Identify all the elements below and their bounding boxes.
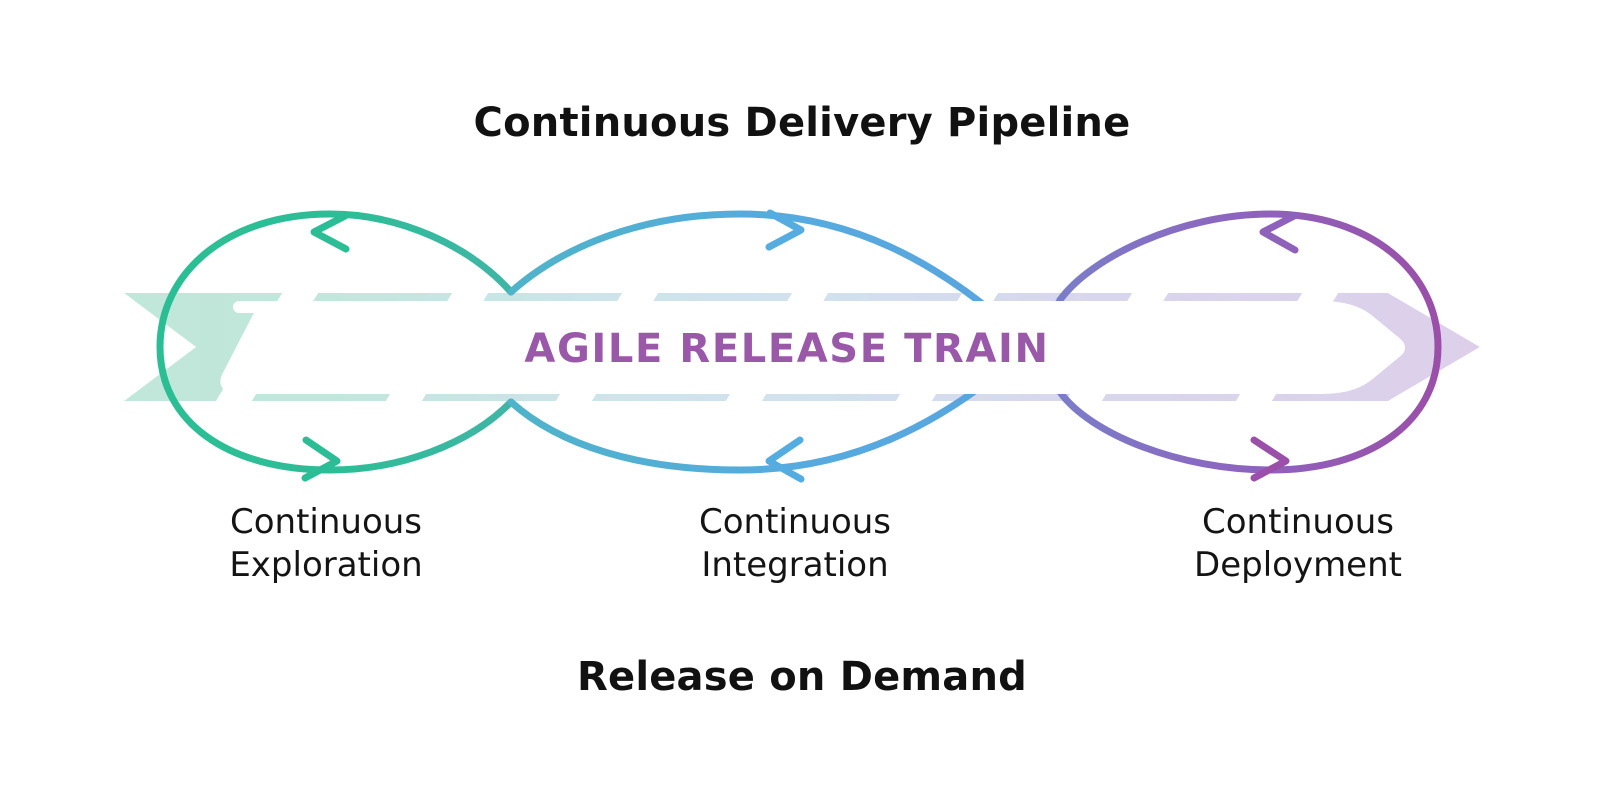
band-inner-track-shape — [220, 301, 1405, 394]
stage-label-line1: Continuous — [1202, 502, 1394, 542]
arrowhead-exploration-bottom-right — [301, 436, 341, 482]
loop-continuous-exploration — [156, 210, 515, 482]
page-title: Continuous Delivery Pipeline — [474, 100, 1131, 146]
stage-label-continuous-deployment: Continuous Deployment — [1194, 502, 1402, 585]
stage-label-line2: Deployment — [1194, 545, 1402, 585]
arrowhead-integration-top-right — [765, 209, 805, 251]
arrowhead-exploration-top-left — [310, 212, 350, 253]
loop-path-deployment — [1056, 210, 1442, 474]
stage-label-continuous-integration: Continuous Integration — [699, 502, 891, 585]
stage-label-line1: Continuous — [699, 502, 891, 542]
loop-path-exploration — [156, 210, 515, 474]
stage-label-line1: Continuous — [230, 502, 422, 542]
arrowhead-deployment-top-left — [1259, 212, 1299, 254]
band-inner-track: AGILE RELEASE TRAIN — [220, 301, 1405, 394]
stage-label-line2: Integration — [701, 545, 888, 585]
arrowhead-integration-bottom-left — [765, 436, 805, 483]
agile-release-train-label: AGILE RELEASE TRAIN — [524, 326, 1049, 372]
stage-label-line2: Exploration — [229, 545, 422, 585]
arrowhead-deployment-bottom-right — [1250, 436, 1290, 482]
footer-title: Release on Demand — [577, 654, 1027, 700]
stage-label-continuous-exploration: Continuous Exploration — [229, 502, 422, 585]
loop-continuous-deployment — [1056, 210, 1442, 482]
stage-labels: Continuous Exploration Continuous Integr… — [229, 502, 1402, 585]
